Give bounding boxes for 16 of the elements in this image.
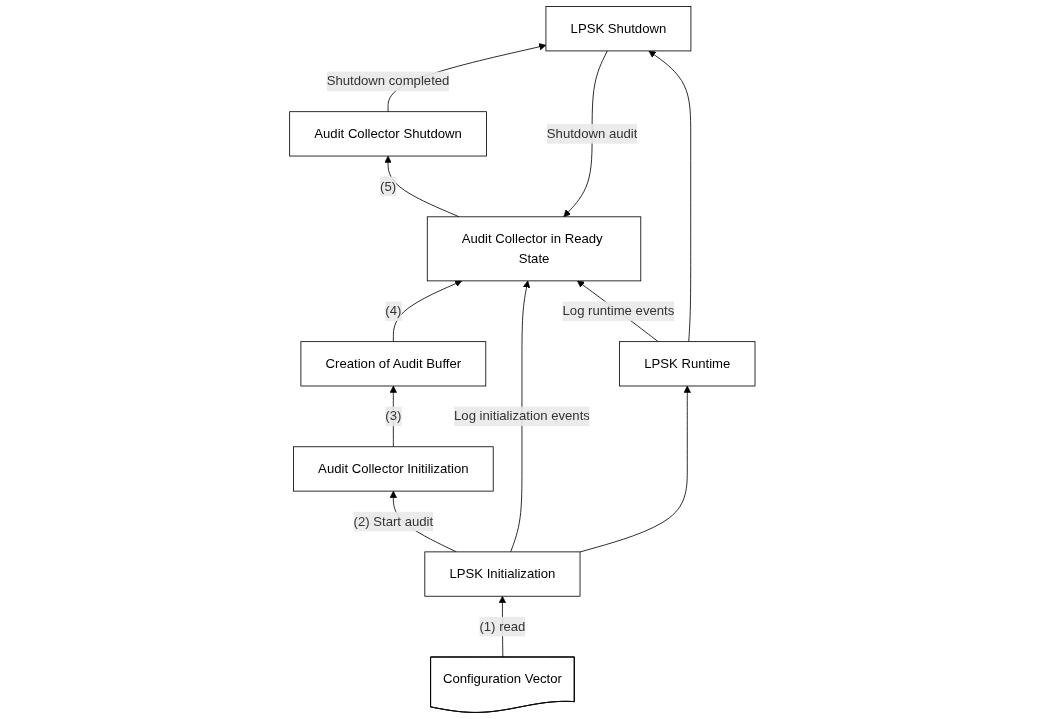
node-box: LPSK Runtime — [619, 341, 756, 387]
edge-label: (1) read — [479, 619, 526, 634]
edge-label: (3) — [385, 408, 402, 423]
node-box: LPSK Initialization — [424, 551, 581, 597]
node-box: Audit Collector Shutdown — [289, 111, 488, 157]
node-box: Creation of Audit Buffer — [300, 341, 487, 387]
edge-label: Shutdown audit — [546, 126, 638, 141]
edge-label: (4) — [385, 303, 402, 318]
node-box: Audit Collector in Ready State — [427, 216, 642, 282]
edge-label: Shutdown completed — [326, 73, 450, 88]
edge-label: Log runtime events — [562, 303, 675, 318]
edge-label: (5) — [380, 179, 397, 193]
node-box: Audit Collector Initilization — [293, 446, 494, 492]
edge-label: (2) Start audit — [353, 514, 434, 529]
edge-label: Log initialization events — [454, 408, 591, 423]
node-box: LPSK Shutdown — [545, 6, 692, 52]
